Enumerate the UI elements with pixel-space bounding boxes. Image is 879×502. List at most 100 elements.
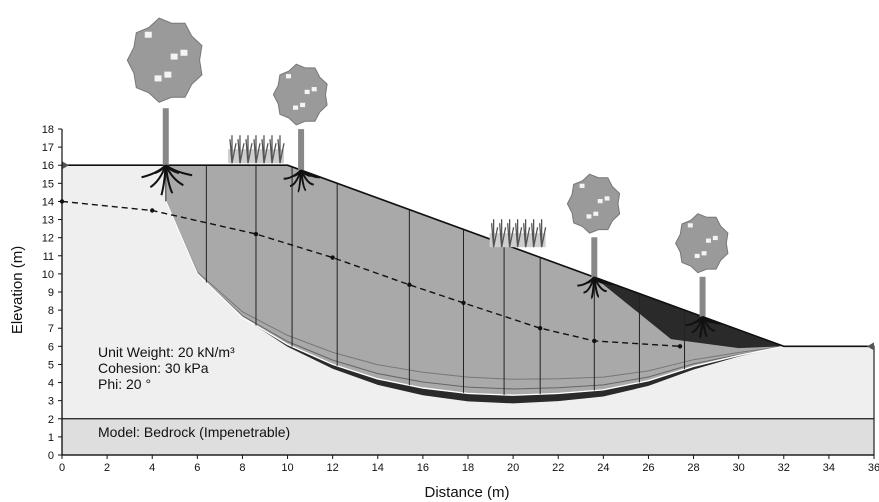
grass-blade [538, 219, 547, 248]
canopy-gap [311, 87, 317, 92]
y-tick-label: 17 [42, 142, 54, 154]
tree-icon [675, 213, 729, 339]
root-system-icon [577, 276, 613, 300]
tree-trunk [162, 108, 169, 166]
ground-surface [62, 164, 874, 348]
slip-surface [165, 201, 784, 396]
y-tick-label: 12 [42, 233, 54, 245]
canopy-gap [701, 251, 707, 256]
canopy-gap [712, 235, 718, 241]
grass-tuft-icon [227, 135, 285, 164]
grass-blade [277, 135, 285, 164]
root [154, 164, 167, 175]
x-tick-label: 4 [149, 462, 155, 474]
canopy-gap [604, 196, 610, 201]
grass-blade [514, 219, 523, 248]
surface-marker-right [867, 342, 874, 351]
water-table-point [677, 344, 683, 349]
y-tick-label: 2 [48, 414, 54, 426]
water-table-point [253, 231, 259, 237]
tree-canopy [566, 173, 621, 234]
canopy-gap [170, 53, 178, 60]
grass-blade [237, 135, 245, 164]
x-tick-label: 36 [868, 462, 879, 474]
grass-blade [490, 219, 499, 248]
x-tick-label: 8 [239, 462, 245, 474]
canopy-gap [285, 74, 292, 79]
x-axis-title: Distance (m) [424, 484, 509, 501]
tree-canopy [675, 213, 729, 274]
tree-canopy [272, 63, 328, 126]
y-tick-label: 15 [42, 178, 54, 190]
canopy-gap [293, 105, 299, 110]
x-tick-label: 14 [372, 462, 384, 474]
canopy-gap [586, 214, 592, 219]
y-tick-label: 0 [48, 450, 54, 462]
root [164, 164, 180, 175]
unit-weight-label: Unit Weight: 20 kN/m³ [98, 344, 235, 360]
canopy-gap [579, 183, 585, 188]
x-tick-label: 16 [417, 462, 429, 474]
x-tick-label: 26 [642, 462, 654, 474]
water-table-point [537, 326, 543, 331]
y-tick-label: 9 [48, 287, 54, 299]
cohesion-label: Cohesion: 30 kPa [98, 360, 209, 376]
y-tick-label: 13 [42, 215, 54, 227]
canopy-gap [180, 49, 188, 56]
root-system-icon [283, 169, 321, 193]
y-tick-label: 10 [42, 269, 54, 281]
root [300, 169, 311, 177]
x-tick-label: 22 [552, 462, 564, 474]
y-tick-label: 6 [48, 341, 54, 353]
y-tick-label: 1 [48, 432, 54, 444]
water-table-point [150, 208, 155, 213]
tree-trunk [591, 237, 598, 278]
water-table [61, 200, 681, 347]
root [701, 316, 712, 324]
canopy-gap [304, 89, 310, 95]
water-table-point [592, 338, 597, 344]
y-tick-label: 3 [48, 396, 54, 408]
x-tick-label: 24 [597, 462, 609, 474]
grass-blade [498, 219, 507, 248]
y-tick-label: 16 [42, 160, 54, 172]
grass-blade [530, 219, 539, 248]
x-tick-label: 2 [104, 462, 110, 474]
y-tick-label: 11 [43, 251, 54, 263]
tree-trunk [699, 276, 706, 317]
x-tick-label: 18 [462, 462, 474, 474]
grass-blade [229, 135, 237, 164]
surface-marker-left [62, 161, 69, 170]
canopy-gap [597, 199, 603, 204]
y-tick-label: 18 [42, 124, 54, 136]
root-system-icon [685, 315, 722, 339]
x-tick-label: 12 [327, 462, 339, 474]
x-tick-label: 28 [687, 462, 699, 474]
x-tick-label: 34 [823, 462, 835, 474]
x-tick-label: 6 [194, 462, 200, 474]
bedrock-label: Model: Bedrock (Impenetrable) [98, 424, 290, 440]
phi-label: Phi: 20 ° [98, 376, 151, 392]
grass-tuft-icon [489, 219, 547, 248]
y-axis-title: Elevation (m) [9, 246, 26, 334]
grass-blade [253, 135, 261, 164]
root [586, 276, 596, 284]
tree-icon [566, 173, 621, 300]
canopy-gap [164, 71, 172, 78]
canopy-gap [694, 253, 700, 259]
grass-blade [261, 135, 269, 164]
canopy-gap [687, 223, 693, 228]
canopy-gap [144, 31, 152, 38]
tree-trunk [298, 129, 305, 171]
trial-surface-inner [165, 201, 784, 390]
x-tick-label: 20 [507, 462, 519, 474]
trial-surface-upper [165, 201, 784, 380]
water-table-point [461, 300, 466, 306]
canopy-gap [706, 238, 711, 243]
tree-canopy [126, 17, 203, 103]
x-tick-label: 30 [733, 462, 745, 474]
water-table-point [407, 282, 412, 287]
y-tick-label: 4 [48, 378, 54, 390]
